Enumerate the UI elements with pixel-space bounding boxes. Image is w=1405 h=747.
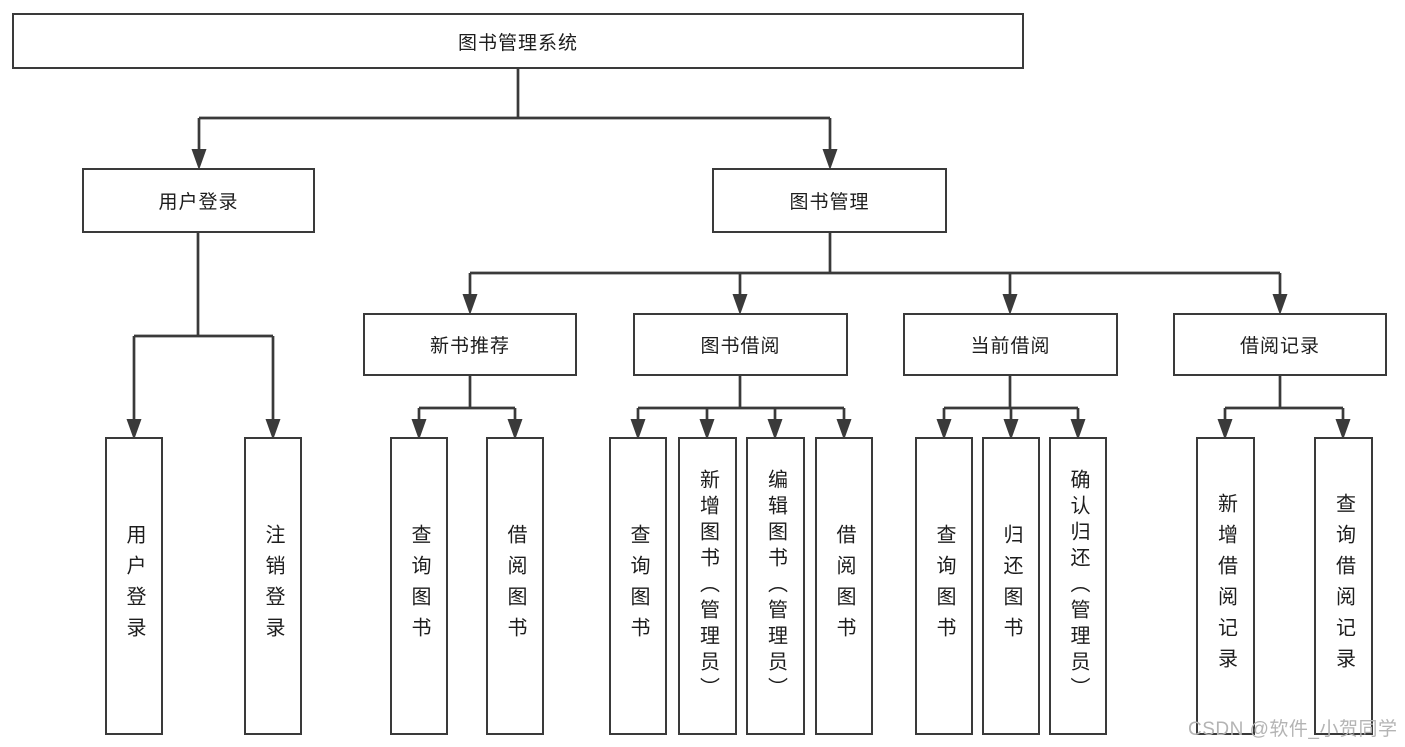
node-logout: 注销登录 [244, 437, 302, 735]
node-borrow-books-recommend: 借阅图书 [486, 437, 544, 735]
node-edit-books-admin: 编辑图书（管理员） [746, 437, 805, 735]
node-book-borrowing: 图书借阅 [633, 313, 848, 376]
node-add-books-admin: 新增图书（管理员） [678, 437, 737, 735]
node-new-book-recommendation: 新书推荐 [363, 313, 577, 376]
node-current-borrowing: 当前借阅 [903, 313, 1118, 376]
node-library-management-system: 图书管理系统 [12, 13, 1024, 69]
node-return-books: 归还图书 [982, 437, 1040, 735]
node-user-login-leaf: 用户登录 [105, 437, 163, 735]
node-confirm-return-admin: 确认归还（管理员） [1049, 437, 1107, 735]
node-borrow-books-leaf: 借阅图书 [815, 437, 873, 735]
node-query-books-current: 查询图书 [915, 437, 973, 735]
node-query-books-borrow: 查询图书 [609, 437, 667, 735]
node-query-borrow-record: 查询借阅记录 [1314, 437, 1373, 735]
csdn-watermark: CSDN @软件_小贺同学 [1188, 719, 1398, 740]
node-book-management: 图书管理 [712, 168, 947, 233]
node-add-borrow-record: 新增借阅记录 [1196, 437, 1255, 735]
node-user-login: 用户登录 [82, 168, 315, 233]
node-borrowing-records: 借阅记录 [1173, 313, 1387, 376]
node-query-books-recommend: 查询图书 [390, 437, 448, 735]
